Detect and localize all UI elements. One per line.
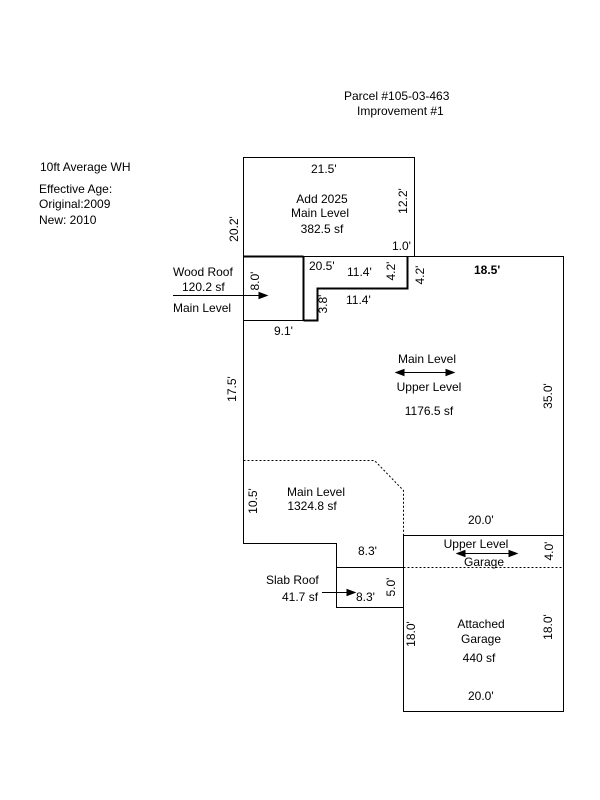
dim-left-wall: 17.5' (225, 376, 239, 402)
dim-step-bottom: 11.4' (346, 293, 371, 307)
upper-garage-label: Upper Level (443, 537, 509, 551)
main-upper-arrowhead-right (445, 368, 456, 377)
dim-add-top: 21.5' (311, 162, 337, 176)
new-year: New: 2010 (39, 213, 97, 227)
main-upper-arrowhead-left (394, 368, 405, 377)
improvement-number: Improvement #1 (357, 104, 444, 118)
garage-label-2: Garage (460, 632, 502, 646)
dim-garage-bottom: 20.0' (468, 689, 494, 703)
wood-roof-level: Main Level (173, 301, 232, 315)
main-upper-label-upper: Upper Level (396, 380, 462, 394)
add-2025-label: Add 2025 (296, 192, 348, 206)
slab-roof-area: 41.7 sf (282, 590, 319, 604)
garage-label-1: Attached (457, 617, 505, 631)
parcel-number: Parcel #105-03-463 (344, 89, 450, 103)
upper-garage-label-2: Garage (463, 555, 505, 569)
effective-age-label: Effective Age: (39, 182, 113, 196)
main-level-label: Main Level (286, 485, 346, 499)
original-year: Original:2009 (39, 197, 111, 211)
dim-upper-garage: 4.0' (542, 541, 556, 561)
dim-offset: 1.0' (392, 239, 411, 253)
upper-garage-arrowhead-left (455, 549, 466, 558)
main-level-area: 1324.8 sf (287, 499, 337, 513)
wood-roof-arrowhead (258, 291, 269, 300)
step-outline (302, 256, 409, 322)
add-2025-level: Main Level (290, 206, 350, 220)
dim-slab-bottom: 8.3' (356, 590, 375, 604)
dim-add-left: 20.2' (227, 216, 241, 242)
dim-right-wall: 35.0' (541, 383, 555, 409)
wood-roof-label: Wood Roof (173, 265, 233, 279)
dim-top-right: 18.5' (474, 263, 501, 277)
dim-garage-left: 18.0' (404, 621, 418, 647)
dim-main-left: 10.5' (246, 488, 260, 514)
upper-garage-arrowhead-right (508, 549, 519, 558)
dim-notch-bottom: 9.1' (274, 324, 293, 338)
main-upper-area: 1176.5 sf (404, 404, 454, 418)
dim-step-right-a: 4.2' (384, 261, 398, 281)
dashed-main-division (243, 460, 404, 536)
wall-height-note: 10ft Average WH (40, 160, 131, 174)
slab-roof-label: Slab Roof (266, 573, 319, 587)
dim-add-right: 12.2' (396, 188, 410, 214)
dim-wood-roof: 8.0' (248, 271, 262, 291)
dim-garage-right: 18.0' (541, 614, 555, 640)
main-upper-label-main: Main Level (397, 352, 457, 366)
dim-slab-top: 8.3' (358, 544, 377, 558)
garage-area: 440 sf (462, 651, 496, 665)
garage-top-wall (403, 535, 564, 712)
dim-step-top: 11.4' (347, 265, 372, 279)
dim-step-inner: 3.8' (316, 294, 330, 314)
slab-roof-arrowhead (346, 588, 357, 597)
add-2025-area: 382.5 sf (300, 222, 344, 236)
dim-step-right-b: 4.2' (413, 265, 427, 285)
dim-garage-top: 20.0' (468, 513, 494, 527)
dim-slab-height: 5.0' (384, 577, 398, 597)
wood-roof-area: 120.2 sf (182, 280, 225, 294)
dim-top-left: 20.5' (309, 259, 335, 273)
add-2025-outline (243, 157, 415, 257)
